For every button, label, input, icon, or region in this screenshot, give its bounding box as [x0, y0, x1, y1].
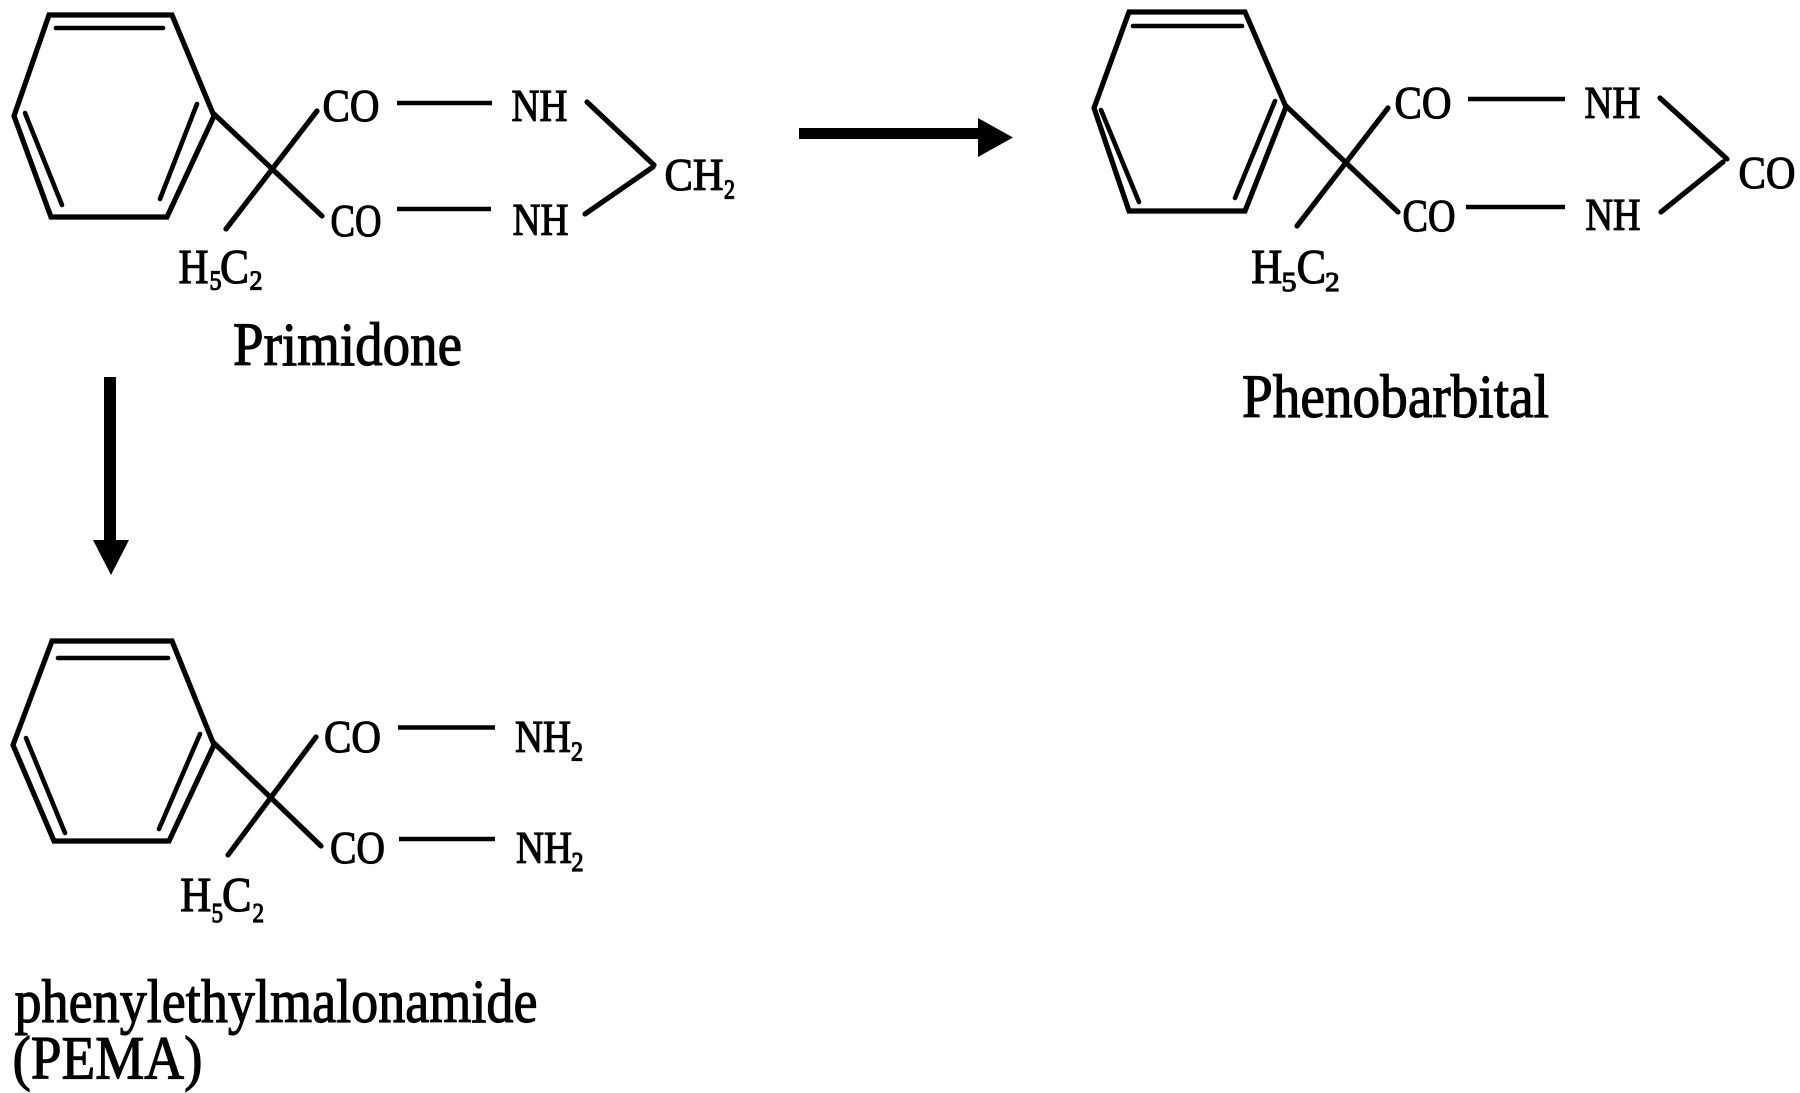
- svg-text:CO: CO: [331, 196, 382, 246]
- svg-text:CO: CO: [1403, 191, 1456, 241]
- svg-text:H: H: [180, 867, 211, 922]
- svg-text:C: C: [1297, 239, 1327, 294]
- svg-text:NH: NH: [513, 195, 569, 245]
- svg-text:CO: CO: [330, 823, 385, 873]
- svg-text:H: H: [179, 239, 209, 294]
- svg-text:NH: NH: [1585, 78, 1641, 128]
- svg-text:NH: NH: [516, 823, 572, 873]
- svg-text:5: 5: [212, 898, 224, 928]
- svg-text:CO: CO: [1395, 78, 1452, 128]
- svg-text:NH: NH: [1586, 190, 1641, 240]
- svg-text:C: C: [222, 867, 252, 922]
- svg-text:CH: CH: [665, 150, 724, 200]
- svg-text:(PEMA): (PEMA): [13, 1026, 203, 1093]
- svg-text:NH: NH: [515, 712, 571, 762]
- svg-text:2: 2: [250, 266, 263, 296]
- svg-text:Phenobarbital: Phenobarbital: [1242, 364, 1549, 431]
- svg-text:CO: CO: [323, 81, 380, 131]
- svg-text:CO: CO: [324, 712, 381, 762]
- svg-text:phenylethylmalonamide: phenylethylmalonamide: [15, 969, 538, 1036]
- svg-text:Primidone: Primidone: [233, 312, 462, 379]
- svg-text:2: 2: [253, 898, 265, 928]
- svg-text:2: 2: [1325, 267, 1340, 297]
- svg-text:2: 2: [572, 847, 584, 877]
- svg-text:5: 5: [210, 266, 222, 296]
- svg-text:2: 2: [571, 737, 583, 767]
- svg-text:H: H: [1251, 239, 1282, 294]
- svg-text:CO: CO: [1739, 148, 1796, 198]
- svg-text:C: C: [220, 239, 249, 294]
- svg-text:NH: NH: [512, 81, 568, 131]
- svg-text:5: 5: [1282, 267, 1297, 297]
- svg-text:2: 2: [724, 175, 735, 205]
